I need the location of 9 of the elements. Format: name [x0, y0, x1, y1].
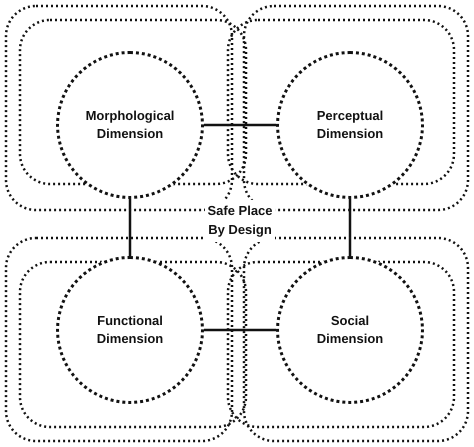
node-label: Functional Dimension	[96, 312, 164, 348]
connector-line	[348, 199, 352, 256]
node-label: Perceptual Dimension	[316, 107, 384, 143]
node-label: Social Dimension	[316, 312, 384, 348]
connector-line	[204, 328, 276, 332]
connector-line	[128, 199, 132, 256]
center-title: Safe Place By Design	[205, 200, 275, 242]
connector-line	[204, 124, 276, 126]
node-label: Morphological Dimension	[84, 107, 176, 143]
